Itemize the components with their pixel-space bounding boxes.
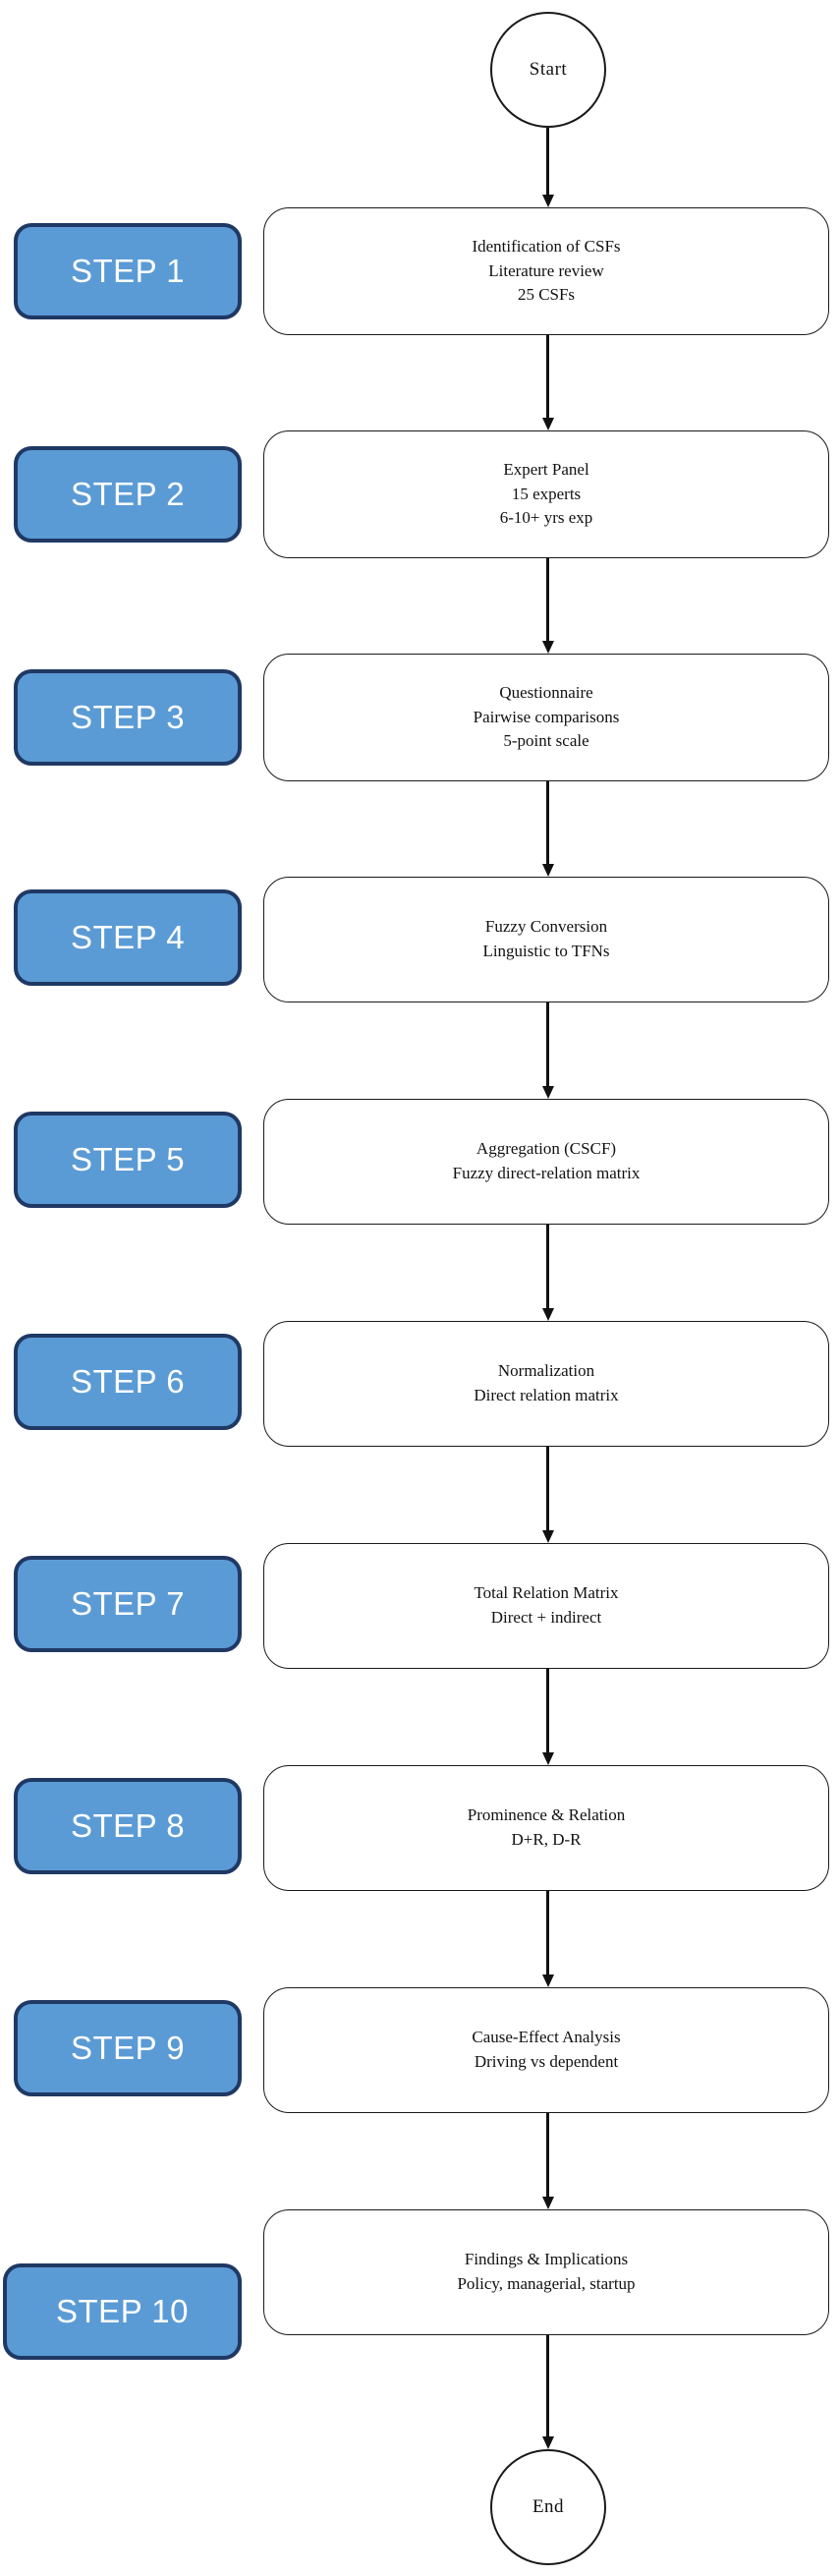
process-box-line: Identification of CSFs	[472, 237, 621, 257]
process-box-line: Fuzzy direct-relation matrix	[452, 1164, 641, 1182]
step-badge-label: STEP 1	[70, 253, 186, 289]
flow-arrow-9	[542, 1891, 554, 1987]
step-badge-8[interactable]: STEP 8	[14, 1778, 242, 1874]
arrow-head-icon	[542, 641, 554, 654]
flow-arrow-6	[542, 1225, 554, 1321]
arrow-shaft	[546, 335, 549, 418]
arrow-head-icon	[542, 418, 554, 430]
flow-arrow-2	[542, 335, 554, 430]
process-box-line: Prominence & Relation	[467, 1805, 626, 1825]
process-box-line: Cause-Effect Analysis	[472, 2028, 621, 2047]
flow-arrow-4	[542, 781, 554, 877]
arrow-shaft	[546, 558, 549, 641]
arrow-head-icon	[542, 2197, 554, 2209]
process-box-line: Driving vs dependent	[474, 2052, 619, 2071]
end-node[interactable]: End	[490, 2449, 606, 2565]
flow-arrow-1	[542, 128, 554, 207]
step-badge-label: STEP 8	[70, 1807, 186, 1844]
arrow-head-icon	[542, 1308, 554, 1321]
process-box-line: Pairwise comparisons	[473, 707, 620, 726]
process-box-line: D+R, D-R	[511, 1830, 582, 1849]
process-box-line: Expert Panel	[503, 460, 589, 480]
arrow-head-icon	[542, 1975, 554, 1987]
step-badge-label: STEP 3	[70, 699, 186, 735]
flow-arrow-3	[542, 558, 554, 654]
step-badge-label: STEP 4	[70, 919, 186, 955]
process-box-line: Direct + indirect	[490, 1608, 602, 1627]
process-box-line: 25 CSFs	[517, 285, 576, 305]
process-box-line: Questionnaire	[499, 683, 593, 703]
process-box-line: Literature review	[488, 260, 604, 280]
arrow-head-icon	[542, 195, 554, 207]
start-node-label: Start	[529, 59, 568, 80]
process-box-line: Findings & Implications	[464, 2250, 629, 2269]
step-badge-label: STEP 6	[70, 1363, 186, 1400]
step-badge-2[interactable]: STEP 2	[14, 446, 242, 543]
arrow-shaft	[546, 1447, 549, 1530]
process-box-2[interactable]: Expert Panel 15 experts 6-10+ yrs exp	[263, 430, 829, 558]
flow-arrow-11	[542, 2335, 554, 2449]
arrow-shaft	[546, 2335, 549, 2436]
process-box-line: Direct relation matrix	[474, 1386, 619, 1404]
flow-arrow-5	[542, 1002, 554, 1099]
process-box-line: Normalization	[497, 1361, 595, 1381]
step-badge-5[interactable]: STEP 5	[14, 1112, 242, 1208]
step-badge-label: STEP 5	[70, 1141, 186, 1177]
arrow-head-icon	[542, 1086, 554, 1099]
step-badge-label: STEP 9	[70, 2030, 186, 2066]
step-badge-3[interactable]: STEP 3	[14, 669, 242, 766]
process-box-line: Fuzzy Conversion	[484, 917, 608, 937]
step-badge-label: STEP 2	[70, 476, 186, 512]
arrow-head-icon	[542, 1752, 554, 1765]
flow-arrow-10	[542, 2113, 554, 2209]
arrow-shaft	[546, 1002, 549, 1086]
step-badge-6[interactable]: STEP 6	[14, 1334, 242, 1430]
start-node[interactable]: Start	[490, 12, 606, 128]
step-badge-7[interactable]: STEP 7	[14, 1556, 242, 1652]
arrow-shaft	[546, 2113, 549, 2197]
flow-arrow-7	[542, 1447, 554, 1543]
process-box-line: 15 experts	[511, 484, 582, 503]
arrow-head-icon	[542, 864, 554, 877]
flow-arrow-8	[542, 1669, 554, 1765]
end-node-label: End	[531, 2496, 565, 2517]
step-badge-label: STEP 10	[56, 2293, 189, 2329]
arrow-shaft	[546, 128, 549, 195]
process-box-line: 6-10+ yrs exp	[499, 508, 593, 528]
step-badge-1[interactable]: STEP 1	[14, 223, 242, 319]
arrow-shaft	[546, 781, 549, 864]
step-badge-10[interactable]: STEP 10	[3, 2263, 242, 2360]
process-box-line: Total Relation Matrix	[474, 1583, 619, 1603]
step-badge-9[interactable]: STEP 9	[14, 2000, 242, 2096]
process-box-line: 5-point scale	[503, 731, 589, 751]
step-badge-4[interactable]: STEP 4	[14, 889, 242, 986]
process-box-5[interactable]: Aggregation (CSCF) Fuzzy direct-relation …	[263, 1099, 829, 1225]
arrow-shaft	[546, 1225, 549, 1308]
process-box-line: Policy, managerial, startup	[457, 2274, 636, 2293]
arrow-head-icon	[542, 2436, 554, 2449]
process-box-line: Aggregation (CSCF)	[475, 1139, 617, 1159]
arrow-shaft	[546, 1669, 549, 1752]
step-badge-label: STEP 7	[70, 1585, 186, 1622]
arrow-head-icon	[542, 1530, 554, 1543]
process-box-line: Linguistic to TFNs	[482, 942, 610, 960]
arrow-shaft	[546, 1891, 549, 1975]
